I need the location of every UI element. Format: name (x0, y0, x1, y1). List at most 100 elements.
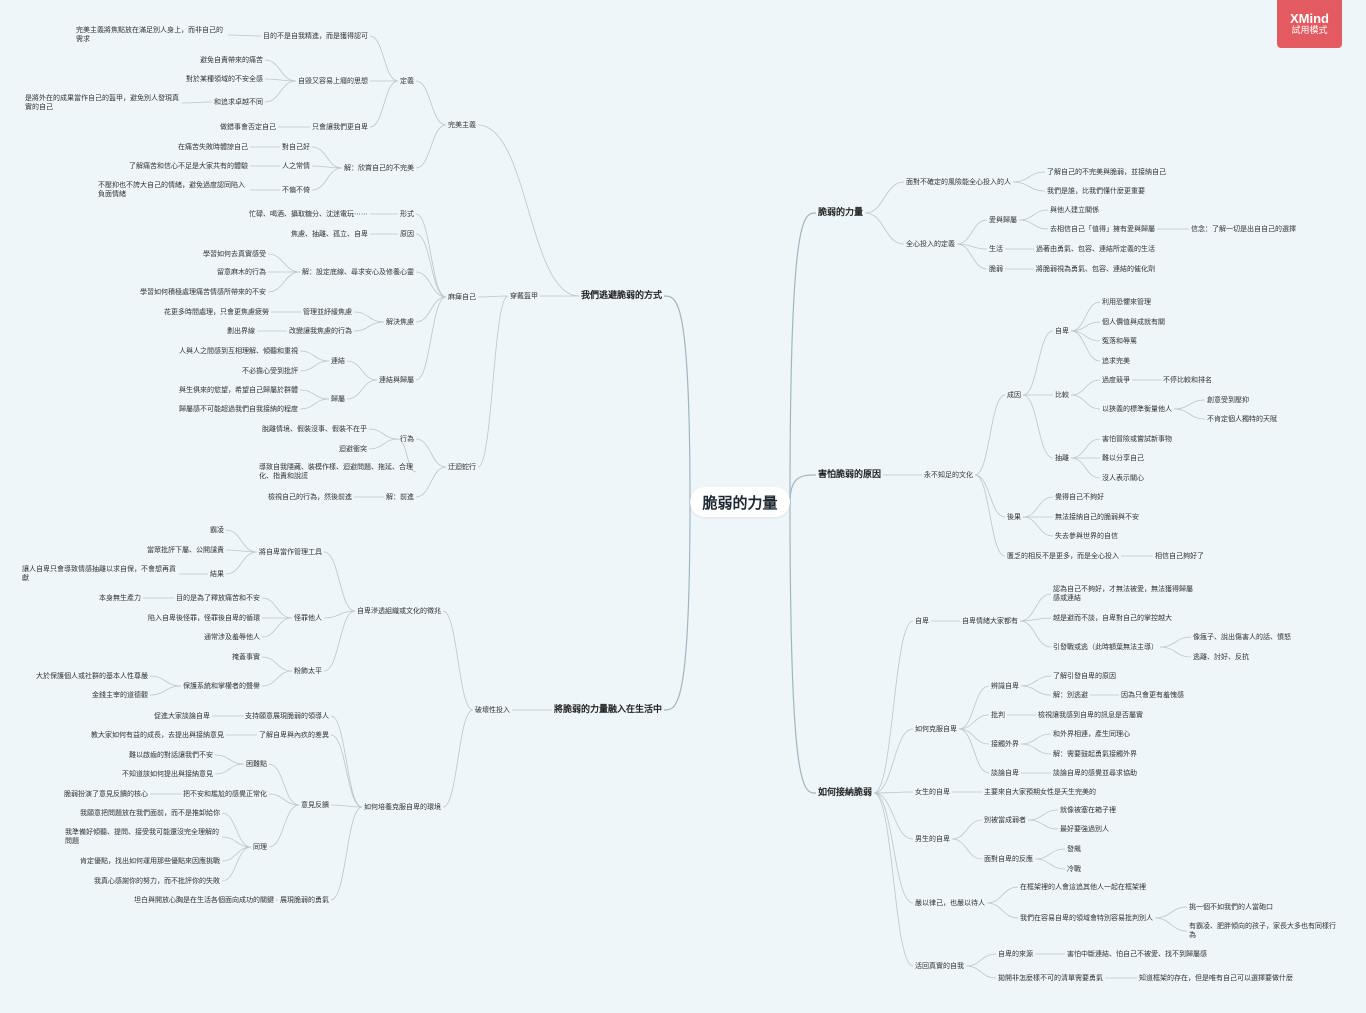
topic-c1-2-3-3-4[interactable]: 我真心感謝你的努力，而不批評你的失敗 (94, 876, 220, 885)
topic-e1-1[interactable]: 成因 (1007, 390, 1021, 399)
topic-c1-2-3-3-2[interactable]: 我準備好傾聽、提問、接受我可能還沒完全理解的問題 (65, 828, 219, 845)
topic-a2-1-5-2-2[interactable]: 歸屬感不可能超過我們自我接納的程度 (179, 404, 298, 413)
topic-f5-2-1[interactable]: 挑一個不如我們的人當砲口 (1189, 902, 1273, 911)
topic-c1-1-2-1-1[interactable]: 本身無生產力 (99, 593, 141, 602)
topic-c1-1-1-3-1[interactable]: 讓人自卑只會導致情感抽離以求自保，不會想再貢獻 (22, 565, 176, 582)
topic-f2-3-2[interactable]: 解：需要鼓起勇氣接觸外界 (1053, 749, 1137, 758)
topic-b5[interactable]: 如何接納脆弱 (818, 788, 873, 798)
topic-a2-1-4-2-1[interactable]: 劃出界線 (227, 326, 255, 335)
topic-c1-2-3-2[interactable]: 把不安和尷尬的感覺正常化 (183, 789, 267, 798)
topic-e1-1-3[interactable]: 抽離 (1055, 453, 1069, 462)
topic-f1-1-3-1[interactable]: 像瘋子、說出傷害人的話、憤怒 (1193, 632, 1291, 641)
topic-a2-1-2-1[interactable]: 焦慮、抽離、孤立、自卑 (291, 229, 368, 238)
topic-a2-1-3-1[interactable]: 學習如何去真實感受 (203, 249, 266, 258)
topic-d1-1[interactable]: 了解自己的不完美與脆弱，並接納自己 (1047, 167, 1166, 176)
topic-b1[interactable]: 我們逃避脆弱的方式 (581, 291, 663, 301)
topic-e1-3[interactable]: 匱乏的相反不是更多，而是全心投入 (1007, 551, 1119, 560)
topic-a1-1-3[interactable]: 只會讓我們更自卑 (312, 122, 368, 131)
topic-a1-1[interactable]: 定義 (400, 76, 414, 85)
topic-f5-1[interactable]: 在框架裡的人會這追其他人一起在框架裡 (1020, 882, 1146, 891)
topic-a2-1-1-1[interactable]: 忙碌、喝酒、攝取糖分、沈迷電玩⋯⋯ (249, 209, 368, 218)
topic-a1-1-1-1[interactable]: 完美主義將焦點放在滿足別人身上，而非自己的需求 (76, 26, 223, 43)
topic-a1-1-2-2[interactable]: 對於某種領域的不安全感 (186, 74, 263, 83)
topic-a1-1-1[interactable]: 目的不是自我精進，而是獲得認可 (263, 31, 368, 40)
topic-c1-1-2[interactable]: 怪罪他人 (294, 613, 322, 622)
topic-e1-2-3[interactable]: 失去參與世界的自信 (1055, 531, 1118, 540)
topic-a1-2-2[interactable]: 人之常情 (282, 161, 310, 170)
topic-b3[interactable]: 脆弱的力量 (818, 208, 864, 218)
topic-c1-1-2-2[interactable]: 陷入自卑後怪罪，怪罪後自卑的循環 (148, 613, 260, 622)
topic-a1-2-3-1[interactable]: 不壓抑也不誇大自己的情緒，避免過度認同陷入負面情緒 (98, 181, 245, 198)
topic-c1-1[interactable]: 自卑滲透組織或文化的徵兆 (357, 606, 441, 615)
topic-e1-1-3-1[interactable]: 害怕冒險或嘗試新事物 (1102, 434, 1172, 443)
topic-f4-1-1[interactable]: 就像被塞在箱子裡 (1060, 805, 1116, 814)
topic-a1-1-3-1[interactable]: 做錯事會否定自己 (220, 122, 276, 131)
topic-f6-1[interactable]: 自卑的來源 (998, 949, 1033, 958)
topic-f2-3-1[interactable]: 和外界相連，產生同理心 (1053, 729, 1130, 738)
topic-d2-2-1[interactable]: 過著由勇氣、包容、連結所定義的生活 (1036, 244, 1155, 253)
topic-f4-1[interactable]: 別被當成弱者 (984, 815, 1026, 824)
topic-f4-2-1[interactable]: 發飆 (1067, 844, 1081, 853)
topic-c1-2-3-2-1[interactable]: 脆弱扮演了意見反饋的核心 (64, 789, 148, 798)
topic-f1-1-3-2[interactable]: 逃離、討好、反抗 (1193, 652, 1249, 661)
topic-f2-2-1[interactable]: 檢視讓我感到自卑的訊息是否屬實 (1038, 710, 1143, 719)
topic-a2-1-5-1[interactable]: 連結 (331, 356, 345, 365)
topic-f1-1-3[interactable]: 引發戰或逃（此時額葉無法主導） (1053, 642, 1158, 651)
topic-a2-1-4-1-1[interactable]: 花更多時間處理，只會更焦慮疲勞 (164, 307, 269, 316)
topic-f4-1-2[interactable]: 最好要強過別人 (1060, 824, 1109, 833)
topic-a2-2-2[interactable]: 解：前進 (386, 492, 414, 501)
topic-f2-1-2[interactable]: 解：別逃避 (1053, 690, 1088, 699)
topic-a2-1[interactable]: 麻痺自己 (448, 292, 476, 301)
topic-c1-1-3-2-1[interactable]: 大於保護個人或社群的基本人性尊嚴 (36, 671, 148, 680)
topic-d1[interactable]: 面對不確定的風險能全心投入的人 (906, 177, 1011, 186)
topic-d2-1-1[interactable]: 與他人建立關係 (1050, 205, 1099, 214)
topic-c1-2-3[interactable]: 意見反饋 (301, 800, 329, 809)
topic-c1-2-2-1[interactable]: 教大家如何有益的成長，去提出與接納意見 (91, 730, 224, 739)
topic-e1-1-1-1[interactable]: 利用恐懼來管理 (1102, 297, 1151, 306)
topic-a1-2-1-1[interactable]: 在痛苦失敗時體諒自己 (178, 142, 248, 151)
topic-a1-1-2[interactable]: 自毀又容易上癮的思想 (298, 76, 368, 85)
topic-a2-2-2-1[interactable]: 檢視自己的行為，然後前進 (268, 492, 352, 501)
topic-c1-2-1-1[interactable]: 促進大家談論自卑 (154, 711, 210, 720)
topic-a2-1-4-2[interactable]: 改變讓我焦慮的行為 (289, 326, 352, 335)
topic-d2-2[interactable]: 生活 (989, 244, 1003, 253)
topic-a2-2-1-3[interactable]: 導致自我隱藏、裝模作樣、迴避問題、拖延、合理化、指責和說謊 (259, 463, 413, 480)
topic-a1-1-2-3[interactable]: 和追求卓越不同 (214, 97, 263, 106)
topic-c1-2-3-3-3[interactable]: 肯定優點，找出如何運用那些優點來因應挑戰 (80, 856, 220, 865)
topic-c1-1-3-2[interactable]: 保護系統和掌權者的聲譽 (183, 681, 260, 690)
topic-c1-2-4-1[interactable]: 坦白與開放心胸是在生活各個面向成功的關鍵 (134, 895, 274, 904)
topic-d2-3-1[interactable]: 將脆弱視為勇氣、包容、連結的催化劑 (1036, 264, 1155, 273)
topic-e1-2-2[interactable]: 無法接納自己的脆弱與不安 (1055, 512, 1139, 521)
topic-f3-1[interactable]: 主要來自大家預期女性是天生完美的 (984, 787, 1096, 796)
topic-a1[interactable]: 完美主義 (448, 120, 476, 129)
topic-d2-1-2-1[interactable]: 信念：了解一切是出自自己的選擇 (1191, 224, 1296, 233)
topic-b4[interactable]: 害怕脆弱的原因 (818, 470, 882, 480)
topic-c1-1-3[interactable]: 粉飾太平 (294, 666, 322, 675)
topic-c1-2-1[interactable]: 支持願意展現脆弱的領導人 (245, 711, 329, 720)
topic-d2[interactable]: 全心投入的定義 (906, 239, 955, 248)
topic-e1-1-1-2[interactable]: 個人價值與成就有關 (1102, 317, 1165, 326)
topic-f6-2-1[interactable]: 知道框架的存在，但是唯有自己可以選擇要做什麼 (1139, 973, 1293, 982)
topic-f1-1[interactable]: 自卑情緒大家都有 (962, 616, 1018, 625)
topic-a2-1-2[interactable]: 原因 (400, 229, 414, 238)
topic-f4-2-2[interactable]: 冷戰 (1067, 864, 1081, 873)
topic-f4[interactable]: 男生的自卑 (915, 834, 950, 843)
topic-d2-3[interactable]: 脆弱 (989, 264, 1003, 273)
topic-a2-1-5-1-1[interactable]: 人與人之間感到互相理解、傾聽和重視 (179, 346, 298, 355)
topic-e1-1-2[interactable]: 比較 (1055, 390, 1069, 399)
topic-a2-1-5-2-1[interactable]: 與生俱來的慾望，希望自己歸屬於群體 (179, 385, 298, 394)
topic-f1[interactable]: 自卑 (915, 616, 929, 625)
topic-c1-2-3-1-1[interactable]: 難以啟齒的對話讓我們不安 (129, 750, 213, 759)
topic-e1-2-1[interactable]: 覺得自己不夠好 (1055, 492, 1104, 501)
topic-a2-1-3-3[interactable]: 學習如何積極處理痛苦情感所帶來的不安 (140, 287, 266, 296)
topic-f2-2[interactable]: 批判 (991, 710, 1005, 719)
topic-a2-2-1-1[interactable]: 脫離情境、假裝沒事、假裝不在乎 (262, 424, 367, 433)
topic-a1-2-2-1[interactable]: 了解痛苦和信心不足是大家共有的體驗 (129, 161, 248, 170)
topic-e1-1-2-1-1[interactable]: 不停比較和排名 (1163, 375, 1212, 384)
topic-c1-2[interactable]: 如何培養克服自卑的環境 (364, 802, 441, 811)
topic-c1-1-3-1[interactable]: 掩蓋事實 (232, 652, 260, 661)
topic-f3[interactable]: 女生的自卑 (915, 787, 950, 796)
topic-c1-1-3-2-2[interactable]: 金錢主宰的道德觀 (92, 690, 148, 699)
topic-c1-2-3-1[interactable]: 困難點 (246, 759, 267, 768)
